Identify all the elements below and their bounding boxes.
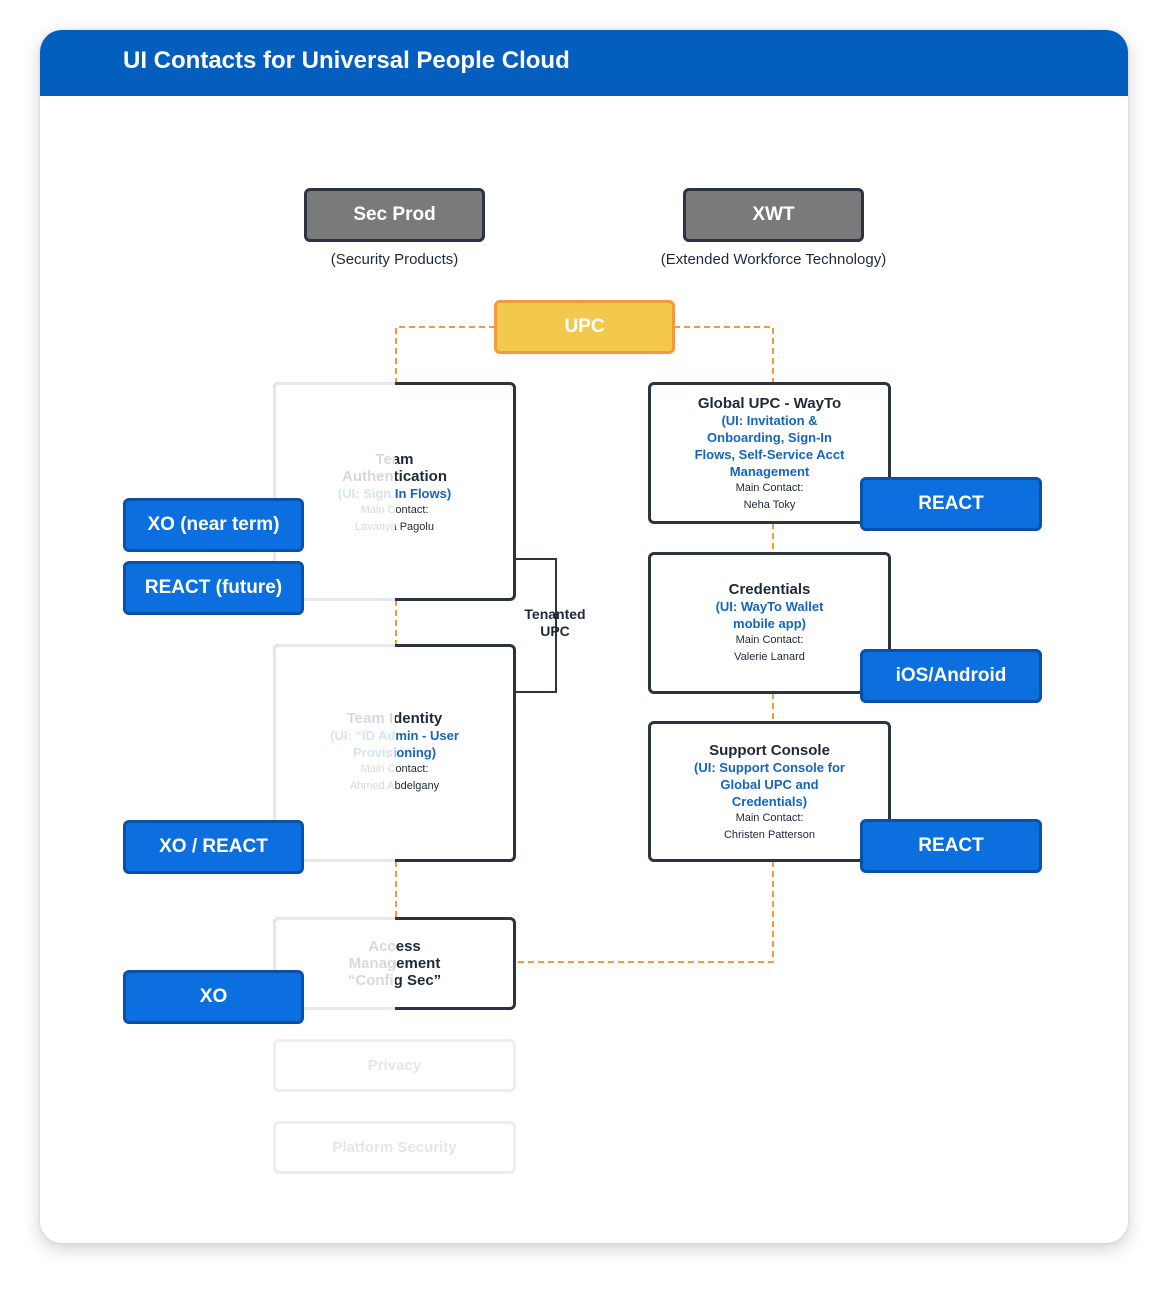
upc-link-right	[674, 326, 774, 385]
tech-badge-xo: XO	[123, 970, 304, 1024]
tenanted-upc-label: Tenanted UPC	[510, 606, 600, 640]
support-console-box: Support Console (UI: Support Console for…	[648, 721, 891, 862]
credentials-content: Credentials (UI: WayTo Wallet mobile app…	[651, 581, 888, 666]
platform-security-box: Platform Security	[273, 1121, 516, 1174]
support-console-content: Support Console (UI: Support Console for…	[651, 742, 888, 844]
tech-badge-label: XO (near term)	[147, 514, 280, 535]
connector-lines	[395, 326, 774, 963]
tech-badge-label: iOS/Android	[895, 665, 1007, 686]
upc-label: UPC	[564, 316, 605, 337]
tech-badge-react-support: REACT	[860, 819, 1042, 873]
tech-badge-xo-near-term: XO (near term)	[123, 498, 304, 552]
tenanted-line: Tenanted	[524, 606, 586, 622]
team-title: Credentials	[728, 581, 811, 598]
tech-badge-label: XO	[199, 986, 228, 1007]
team-contact-name: Valerie Lanard	[734, 651, 805, 663]
sec-prod-box: Sec Prod	[304, 188, 485, 242]
tech-badge-label: REACT	[918, 493, 984, 514]
xwt-label: XWT	[752, 204, 795, 225]
diagram-card: UI Contacts for Universal People Cloud S…	[40, 30, 1128, 1243]
upc-box: UPC	[494, 300, 675, 354]
team-contact-label: Main Contact:	[735, 634, 804, 646]
xwt-box: XWT	[683, 188, 864, 242]
tech-badge-label: REACT	[918, 835, 984, 856]
header-bar: UI Contacts for Universal People Cloud	[40, 30, 1128, 96]
team-ui-description: Onboarding, Sign-In	[707, 430, 832, 445]
team-contact-name: Neha Toky	[743, 499, 796, 511]
team-contact-name: Christen Patterson	[723, 829, 816, 841]
tenanted-line: UPC	[540, 623, 570, 639]
team-ui-description: (UI: Support Console for	[694, 760, 845, 775]
team-ui-description: Flows, Self-Service Acct	[694, 447, 845, 462]
tech-badge-label: XO / REACT	[159, 836, 268, 857]
team-contact-label: Main Contact:	[735, 812, 804, 824]
platform-security-label: Platform Security	[332, 1139, 457, 1156]
team-title: Global UPC - WayTo	[697, 395, 842, 412]
team-title: Support Console	[709, 742, 830, 759]
page-title: UI Contacts for Universal People Cloud	[123, 47, 570, 74]
tenanted-bracket	[515, 558, 557, 693]
team-contact-label: Main Contact:	[735, 482, 804, 494]
sec-prod-description: (Security Products)	[330, 251, 459, 268]
tech-badge-ios-android: iOS/Android	[860, 649, 1042, 703]
global-upc-wayto-content: Global UPC - WayTo (UI: Invitation & Onb…	[651, 395, 888, 514]
tech-badge-react-future: REACT (future)	[123, 561, 304, 615]
team-ui-description: Credentials)	[731, 794, 808, 809]
tech-badge-react-global: REACT	[860, 477, 1042, 531]
credentials-box: Credentials (UI: WayTo Wallet mobile app…	[648, 552, 891, 694]
team-ui-description: mobile app)	[733, 616, 806, 631]
tech-badge-label: REACT (future)	[144, 577, 283, 598]
team-ui-description: (UI: WayTo Wallet	[715, 599, 824, 614]
privacy-box: Privacy	[273, 1039, 516, 1092]
team-ui-description: Global UPC and	[720, 777, 819, 792]
tech-badge-xo-react: XO / REACT	[123, 820, 304, 874]
team-ui-description: (UI: Invitation &	[721, 413, 818, 428]
team-ui-description: Management	[729, 464, 810, 479]
global-upc-wayto-box: Global UPC - WayTo (UI: Invitation & Onb…	[648, 382, 891, 524]
access-support-link	[515, 861, 774, 963]
privacy-label: Privacy	[367, 1057, 422, 1074]
xwt-description: (Extended Workforce Technology)	[660, 251, 887, 268]
upc-link-left	[395, 326, 495, 385]
sec-prod-label: Sec Prod	[353, 204, 436, 225]
